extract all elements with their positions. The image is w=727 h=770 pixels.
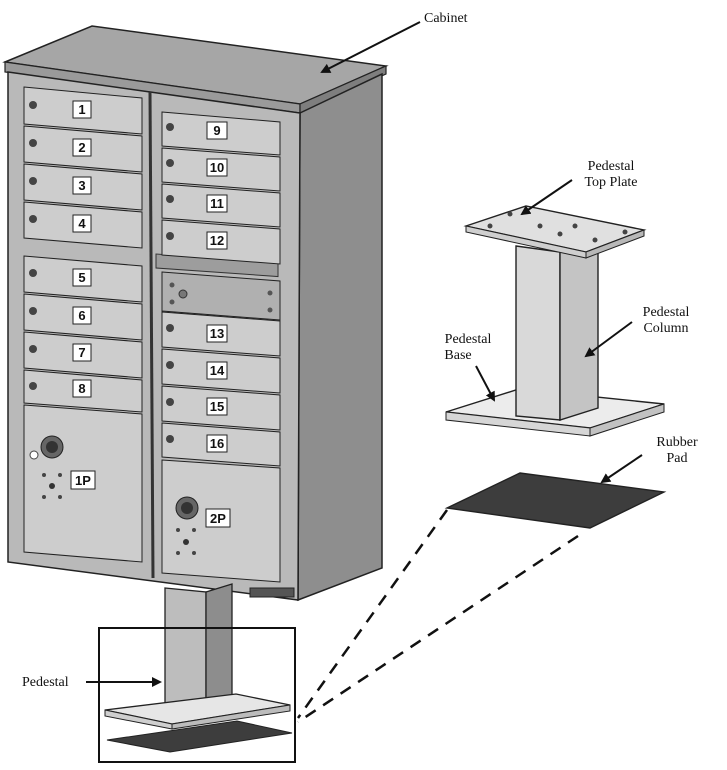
compartment-number: 14 xyxy=(210,363,225,378)
compartment-number: 11 xyxy=(210,196,224,211)
compartment-number: 8 xyxy=(78,381,85,396)
parcel-lock-right xyxy=(175,496,199,555)
lock-icons-right xyxy=(166,123,174,443)
pedestal-label: Pedestal xyxy=(22,675,69,690)
brand-plate xyxy=(155,253,295,598)
column-label-line1: Pedestal xyxy=(643,305,690,320)
compartment-number: 5 xyxy=(78,270,85,285)
lock-icons-left xyxy=(29,101,37,390)
installed-rubber-pad xyxy=(106,720,293,753)
compartment-number: 6 xyxy=(78,308,85,323)
compartment-number: 10 xyxy=(210,160,224,175)
top-plate-label-line1: Pedestal xyxy=(588,159,635,174)
base-label-line2: Base xyxy=(444,348,471,363)
installed-pedestal-base-edge-side xyxy=(171,704,291,730)
rubber-pad-label-line1: Rubber xyxy=(656,435,698,450)
pedestal-base-plate-edge-side xyxy=(589,403,665,437)
pedestal-column-front xyxy=(515,245,561,421)
cabinet-top-side-edge xyxy=(299,65,387,114)
cabinet-label: Cabinet xyxy=(424,11,468,26)
top-plate-label-line2: Top Plate xyxy=(584,175,637,190)
outgoing-mail-slot xyxy=(161,271,281,321)
compartment-number: 12 xyxy=(210,233,224,248)
cabinet-arrow xyxy=(320,21,421,73)
top-plate-holes xyxy=(487,211,628,243)
base-label-line1: Pedestal xyxy=(445,332,492,347)
compartment-number: 7 xyxy=(78,345,85,360)
pedestal-column-side xyxy=(559,243,599,421)
number-plates-left xyxy=(70,100,96,490)
cabinet: 1 2 3 4 5 6 7 8 1P 9 10 11 12 13 14 15 1… xyxy=(2,25,389,602)
rubber-pad-label-line2: Pad xyxy=(667,451,688,466)
compartment-number: 9 xyxy=(213,123,220,138)
base-arrow xyxy=(475,365,495,402)
column-label-line2: Column xyxy=(643,321,688,336)
column-arrow xyxy=(584,321,633,358)
top-plate-arrow xyxy=(520,179,573,216)
parcel-lock-left xyxy=(29,435,64,499)
rubber-pad xyxy=(444,472,667,529)
number-plates-right xyxy=(205,121,231,528)
installed-pedestal-column-front xyxy=(164,587,207,716)
parcel-number-left: 1P xyxy=(75,473,91,488)
compartment-number: 3 xyxy=(78,178,85,193)
compartment-number: 16 xyxy=(210,436,224,451)
pedestal-top-plate-edge-side xyxy=(585,229,645,259)
compartment-number: 1 xyxy=(78,102,85,117)
compartment-number: 15 xyxy=(210,399,224,414)
compartment-number: 4 xyxy=(78,216,86,231)
cabinet-center-divider xyxy=(148,91,155,579)
projection-line xyxy=(296,509,449,719)
exploded-pedestal xyxy=(444,205,667,529)
cabinet-side xyxy=(297,72,383,602)
rubber-pad-arrow xyxy=(600,454,643,484)
compartment-number: 2 xyxy=(78,140,85,155)
projection-line xyxy=(297,534,579,724)
installed-pedestal xyxy=(98,583,296,763)
parcel-number-right: 2P xyxy=(210,511,226,526)
compartment-number: 13 xyxy=(210,326,224,341)
slot-screws xyxy=(169,282,273,313)
detail-callout-box xyxy=(98,627,296,763)
